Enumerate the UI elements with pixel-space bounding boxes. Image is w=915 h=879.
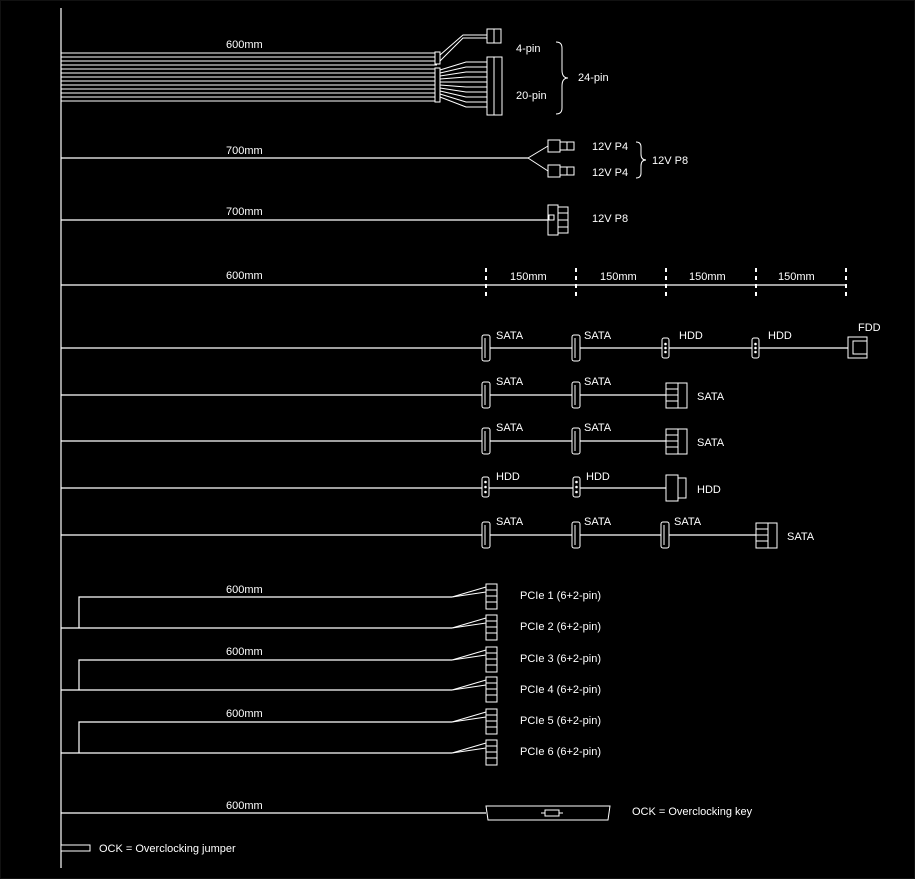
ock-length: 600mm bbox=[226, 800, 263, 812]
pcie-connector-4 bbox=[485, 676, 498, 703]
sata-connector bbox=[481, 381, 491, 409]
row1-label-3: HDD bbox=[679, 330, 703, 342]
spacing-segment-4: 150mm bbox=[778, 271, 815, 283]
atx-4pin-label: 4-pin bbox=[516, 43, 540, 55]
sata-connector bbox=[571, 427, 581, 455]
pcie-label-2: PCIe 2 (6+2-pin) bbox=[520, 621, 601, 633]
cpu-p4-label-1: 12V P4 bbox=[592, 141, 628, 153]
row2-label-1: SATA bbox=[496, 376, 524, 388]
ock-key-switch bbox=[544, 809, 560, 817]
row3-label-3: SATA bbox=[697, 437, 725, 449]
pcie-length-3: 600mm bbox=[226, 708, 263, 720]
pcie-length-2: 600mm bbox=[226, 646, 263, 658]
row1-label-4: HDD bbox=[768, 330, 792, 342]
atx-brace bbox=[555, 41, 569, 115]
row2-label-3: SATA bbox=[697, 391, 725, 403]
row5-label-1: SATA bbox=[496, 516, 524, 528]
row1-label-2: SATA bbox=[584, 330, 612, 342]
sata-connector bbox=[571, 334, 581, 362]
pcie-connector-3 bbox=[485, 646, 498, 673]
row1-label-1: SATA bbox=[496, 330, 524, 342]
pcie-length-1: 600mm bbox=[226, 584, 263, 596]
sata-connector bbox=[660, 521, 670, 549]
cpu-p4-label-2: 12V P4 bbox=[592, 167, 628, 179]
row4-label-1: HDD bbox=[496, 471, 520, 483]
row5-label-2: SATA bbox=[584, 516, 612, 528]
pcie-connector-1 bbox=[485, 583, 498, 610]
cpu-p4-connector-2 bbox=[547, 164, 561, 178]
spacing-segment-2: 150mm bbox=[600, 271, 637, 283]
cpu-p8-combined-label: 12V P8 bbox=[652, 155, 688, 167]
pcie-label-1: PCIe 1 (6+2-pin) bbox=[520, 590, 601, 602]
ock-key-legend: OCK = Overclocking key bbox=[632, 806, 753, 818]
peripheral-spacing-reference: 600mm 150mm 150mm 150mm 150mm bbox=[61, 268, 847, 299]
pcie-connector-5 bbox=[485, 708, 498, 735]
ock-cable: 600mm OCK = Overclocking key bbox=[61, 800, 753, 821]
peripheral-row-3: SATA SATA SATA bbox=[61, 422, 725, 455]
row1-label-5: FDD bbox=[858, 322, 881, 334]
atx-20pin-label: 20-pin bbox=[516, 90, 547, 102]
row3-label-1: SATA bbox=[496, 422, 524, 434]
pcie-cables: 600mm 600mm 600mm PCIe 1 (6+2-pin) PCIe … bbox=[61, 583, 601, 766]
ock-jumper-legend: OCK = Overclocking jumper bbox=[99, 843, 236, 855]
cpu-single-length: 700mm bbox=[226, 206, 263, 218]
row4-label-2: HDD bbox=[586, 471, 610, 483]
pcie-label-5: PCIe 5 (6+2-pin) bbox=[520, 715, 601, 727]
row2-label-2: SATA bbox=[584, 376, 612, 388]
peripheral-row-2: SATA SATA SATA bbox=[61, 376, 725, 409]
cpu-split-cable: 700mm 12V P4 12V P4 12V P8 bbox=[61, 139, 688, 179]
row5-label-4: SATA bbox=[787, 531, 815, 543]
sata-connector bbox=[481, 427, 491, 455]
atx-20pin-sleeve bbox=[434, 67, 441, 103]
pcie-connector-6 bbox=[485, 739, 498, 766]
sata-connector bbox=[481, 521, 491, 549]
atx-4pin-sleeve bbox=[434, 51, 441, 65]
peripheral-row-4: HDD HDD HDD bbox=[61, 471, 721, 502]
cpu-single-cable: 700mm 12V P8 bbox=[61, 204, 628, 236]
row5-label-3: SATA bbox=[674, 516, 702, 528]
cpu-p4-connector-1 bbox=[547, 139, 561, 153]
peripheral-row-1: SATA SATA HDD HDD FDD bbox=[61, 322, 881, 362]
molex-end-connector bbox=[665, 474, 679, 502]
sata-connector bbox=[571, 381, 581, 409]
cpu-split-length: 700mm bbox=[226, 145, 263, 157]
spacing-length: 600mm bbox=[226, 270, 263, 282]
spacing-segment-3: 150mm bbox=[689, 271, 726, 283]
pcie-label-3: PCIe 3 (6+2-pin) bbox=[520, 653, 601, 665]
row4-label-3: HDD bbox=[697, 484, 721, 496]
atx-20pin-fanout bbox=[439, 61, 487, 108]
legend: OCK = Overclocking jumper bbox=[60, 843, 236, 855]
pcie-label-6: PCIe 6 (6+2-pin) bbox=[520, 746, 601, 758]
cpu-single-label: 12V P8 bbox=[592, 213, 628, 225]
atx-cable: 600mm 4-pin 20-pin 24-pin bbox=[61, 28, 609, 116]
pcie-label-4: PCIe 4 (6+2-pin) bbox=[520, 684, 601, 696]
peripheral-row-5: SATA SATA SATA SATA bbox=[61, 516, 815, 549]
sata-connector bbox=[571, 521, 581, 549]
atx-24pin-label: 24-pin bbox=[578, 72, 609, 84]
pcie-connector-2 bbox=[485, 614, 498, 641]
sata-connector bbox=[481, 334, 491, 362]
row3-label-2: SATA bbox=[584, 422, 612, 434]
cpu-p8-brace bbox=[635, 141, 647, 179]
ock-jumper-symbol bbox=[60, 844, 91, 852]
atx-wire-bundle bbox=[61, 52, 437, 102]
spacing-segment-1: 150mm bbox=[510, 271, 547, 283]
atx-length: 600mm bbox=[226, 39, 263, 51]
